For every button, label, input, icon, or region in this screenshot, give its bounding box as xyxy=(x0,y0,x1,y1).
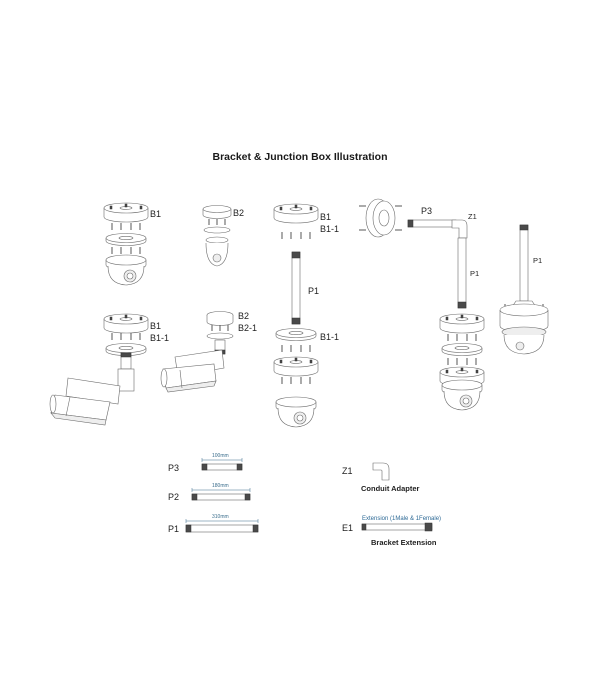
assembly-b2-bullet: B2 B2-1 xyxy=(160,311,257,393)
label-b2: B2 xyxy=(233,208,244,218)
legend-z1-caption: Conduit Adapter xyxy=(361,484,420,493)
assembly-wall-conduit: P3 Z1 P1 xyxy=(359,198,485,411)
label-b1-1-mid: B1-1 xyxy=(320,332,339,342)
label-b1: B1 xyxy=(150,209,161,219)
legend-label-p3: P3 xyxy=(168,463,179,473)
legend-p3-length: 100mm xyxy=(212,453,229,459)
legend-p2-length: 180mm xyxy=(212,483,229,489)
diagram-title: Bracket & Junction Box Illustration xyxy=(212,151,388,163)
label-p1-right: P1 xyxy=(470,269,479,278)
label-p1-far: P1 xyxy=(533,256,542,265)
label-p1-mid: P1 xyxy=(308,286,319,296)
assembly-b1-pipe-dome: B1 B1-1 P1 B1-1 xyxy=(273,203,339,428)
legend-p1-length: 310mm xyxy=(212,514,229,520)
legend-label-e1: E1 xyxy=(342,523,353,533)
label-b2-bullet: B2 xyxy=(238,311,249,321)
label-z1-top: Z1 xyxy=(468,212,477,221)
legend-label-p2: P2 xyxy=(168,492,179,502)
legend-e1-note: Extension (1Male & 1Female) xyxy=(362,516,441,522)
assembly-b1-dome: B1 xyxy=(103,202,161,286)
label-b2-1-bullet: B2-1 xyxy=(238,323,257,333)
legend-bracket-extension: E1 Extension (1Male & 1Female) Bracket E… xyxy=(342,516,441,547)
legend-conduit-adapter: Z1 Conduit Adapter xyxy=(342,462,420,493)
legend-pipes: P3 100mm P2 180mm P1 310mm xyxy=(168,453,259,534)
assembly-pendant-large-dome: P1 xyxy=(499,224,549,355)
assembly-b2-mini-dome: B2 xyxy=(202,205,244,267)
legend-label-z1: Z1 xyxy=(342,466,353,476)
legend-label-p1: P1 xyxy=(168,524,179,534)
label-p3-top: P3 xyxy=(421,206,432,216)
label-b1-top: B1 xyxy=(320,212,331,222)
label-b1-1-bullet: B1-1 xyxy=(150,333,169,343)
label-b1-1-top: B1-1 xyxy=(320,224,339,234)
legend-e1-caption: Bracket Extension xyxy=(371,538,437,547)
assembly-b1-bullet: B1 B1-1 xyxy=(49,313,169,426)
label-b1-bullet: B1 xyxy=(150,321,161,331)
